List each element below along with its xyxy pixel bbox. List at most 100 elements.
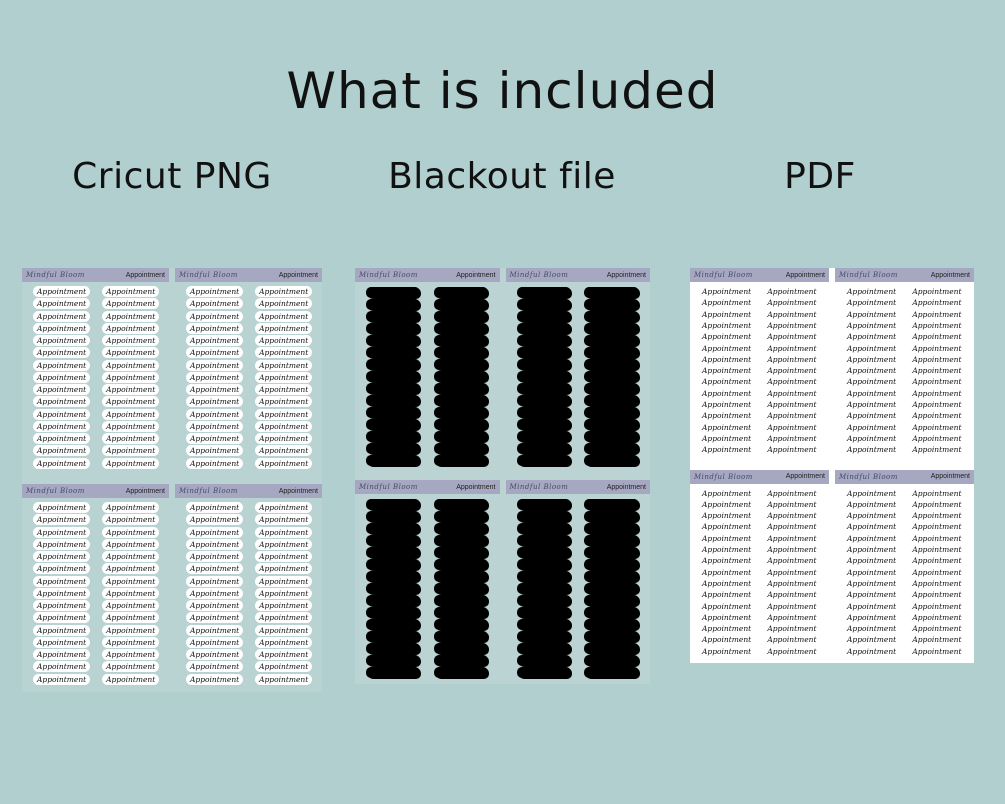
sticker-item: Appointment xyxy=(517,499,571,510)
sticker-item: Appointment xyxy=(517,583,571,594)
sticker-item: Appointment xyxy=(187,372,243,382)
sticker-item: Appointment xyxy=(912,522,962,532)
sticker-item: Appointment xyxy=(847,343,897,353)
sticker-item: Appointment xyxy=(585,455,639,466)
sticker-item: Appointment xyxy=(585,419,639,430)
sticker-item: Appointment xyxy=(912,488,962,498)
sticker-item: Appointment xyxy=(517,667,571,678)
sticker-item: Appointment xyxy=(702,411,752,421)
sticker-item: Appointment xyxy=(103,650,159,660)
sticker-item: Appointment xyxy=(256,385,312,395)
sticker-item: Appointment xyxy=(367,535,421,546)
sticker-item: Appointment xyxy=(367,335,421,346)
sticker-item: Appointment xyxy=(517,383,571,394)
sticker-item: Appointment xyxy=(517,335,571,346)
sticker-item: Appointment xyxy=(702,612,752,622)
sticker-item: Appointment xyxy=(767,499,817,509)
sticker-item: Appointment xyxy=(434,643,489,654)
sticker-item: Appointment xyxy=(103,372,159,382)
sticker-item: Appointment xyxy=(847,354,897,364)
sticker-item: Appointment xyxy=(847,624,897,634)
sticker-item: Appointment xyxy=(847,366,897,376)
sheet-header-title: Appointment xyxy=(785,271,825,279)
sticker-item: Appointment xyxy=(367,607,421,618)
brand-logo: Mindful Bloom xyxy=(509,483,569,491)
sticker-item: Appointment xyxy=(103,336,159,346)
sticker-item: Appointment xyxy=(912,499,962,509)
section-label-pdf: PDF xyxy=(784,156,856,197)
sticker-item: Appointment xyxy=(103,539,159,549)
sticker-item: Appointment xyxy=(767,400,817,409)
sticker-item: Appointment xyxy=(103,311,159,321)
sticker-item: Appointment xyxy=(767,545,817,554)
sticker-item: Appointment xyxy=(103,674,159,684)
sticker-item: Appointment xyxy=(517,347,571,358)
sticker-item: Appointment xyxy=(912,601,962,611)
sticker-item: Appointment xyxy=(256,503,312,512)
sticker-item: Appointment xyxy=(256,409,312,419)
sticker-item: Appointment xyxy=(517,523,571,534)
sticker-item: Appointment xyxy=(34,434,90,444)
sticker-item: Appointment xyxy=(912,377,962,387)
sticker-item: Appointment xyxy=(847,545,897,554)
sticker-item: Appointment xyxy=(767,377,817,387)
sticker-item: Appointment xyxy=(912,635,962,645)
sticker-item: Appointment xyxy=(187,564,243,574)
sticker-item: Appointment xyxy=(34,564,90,574)
sticker-item: Appointment xyxy=(702,400,752,409)
sticker-item: Appointment xyxy=(103,434,159,444)
sticker-item: Appointment xyxy=(702,635,752,645)
sticker-item: Appointment xyxy=(912,332,962,342)
sticker-item: Appointment xyxy=(103,323,159,333)
sticker-item: Appointment xyxy=(187,397,243,407)
sticker-item: Appointment xyxy=(34,360,90,370)
sticker-item: Appointment xyxy=(367,455,421,466)
sticker-item: Appointment xyxy=(517,511,571,522)
sticker-item: Appointment xyxy=(517,395,571,406)
sticker-item: Appointment xyxy=(585,395,639,406)
sheet-header-title: Appointment xyxy=(278,271,318,279)
sticker-item: Appointment xyxy=(434,547,489,558)
sticker-item: Appointment xyxy=(767,354,817,364)
sticker-item: Appointment xyxy=(103,637,159,647)
sheet-header-title: Appointment xyxy=(456,483,496,491)
sticker-item: Appointment xyxy=(434,571,489,582)
sticker-item: Appointment xyxy=(702,377,752,387)
sticker-item: Appointment xyxy=(187,299,243,309)
sticker-item: Appointment xyxy=(702,298,752,308)
sticker-item: Appointment xyxy=(912,287,962,296)
sticker-item: Appointment xyxy=(367,499,421,510)
brand-logo: Mindful Bloom xyxy=(26,271,85,279)
sticker-item: Appointment xyxy=(702,511,752,521)
brand-logo: Mindful Bloom xyxy=(359,483,418,491)
sticker-item: Appointment xyxy=(912,578,962,588)
sticker-item: Appointment xyxy=(256,650,312,660)
sticker-item: Appointment xyxy=(767,533,817,543)
sticker-item: Appointment xyxy=(367,547,421,558)
sticker-item: Appointment xyxy=(767,411,817,421)
sticker-item: Appointment xyxy=(34,552,90,562)
sticker-item: Appointment xyxy=(187,539,243,549)
sticker-item: Appointment xyxy=(367,511,421,522)
sticker-item: Appointment xyxy=(367,619,421,630)
sticker-item: Appointment xyxy=(585,631,639,642)
sticker-item: Appointment xyxy=(367,287,421,298)
sticker-item: Appointment xyxy=(103,446,159,456)
sticker-item: Appointment xyxy=(767,511,817,521)
sticker-item: Appointment xyxy=(585,511,639,522)
sticker-item: Appointment xyxy=(847,567,897,577)
sticker-item: Appointment xyxy=(585,667,639,678)
sticker-item: Appointment xyxy=(702,388,752,398)
sticker-item: Appointment xyxy=(847,320,897,330)
sticker-item: Appointment xyxy=(912,590,962,600)
sticker-item: Appointment xyxy=(847,377,897,387)
sticker-item: Appointment xyxy=(103,409,159,419)
sticker-item: Appointment xyxy=(367,595,421,606)
sticker-item: Appointment xyxy=(517,631,571,642)
